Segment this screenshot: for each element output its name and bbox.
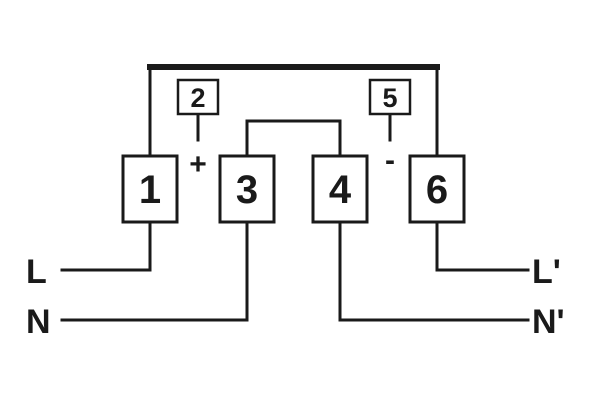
wire-live-out [435,220,530,272]
label-live-out: L' [532,253,561,291]
wire-neutral-out [338,220,530,322]
terminal-5-label: 5 [382,83,397,113]
label-neutral-out: N' [532,303,565,341]
label-live-in: L [26,253,47,291]
terminal-1-label: 1 [139,168,161,212]
minus-sign: - [385,144,395,177]
label-neutral-in: N [26,303,51,341]
terminal-3-box [218,154,276,224]
terminal-6-label: 6 [426,168,448,212]
wire-live-in [60,220,152,272]
terminal-2-box [176,78,220,116]
wire-bridge-3-4 [245,119,342,158]
plus-sign: + [189,148,207,181]
terminal-6-box [408,154,466,224]
terminal-4-box [311,154,369,224]
wire-neutral-in [60,220,249,322]
terminal-2-label: 2 [190,83,205,113]
terminal-4-label: 4 [329,168,352,212]
terminal-1-box [121,154,179,224]
terminal-3-label: 3 [236,168,258,212]
terminal-5-box [368,78,412,116]
